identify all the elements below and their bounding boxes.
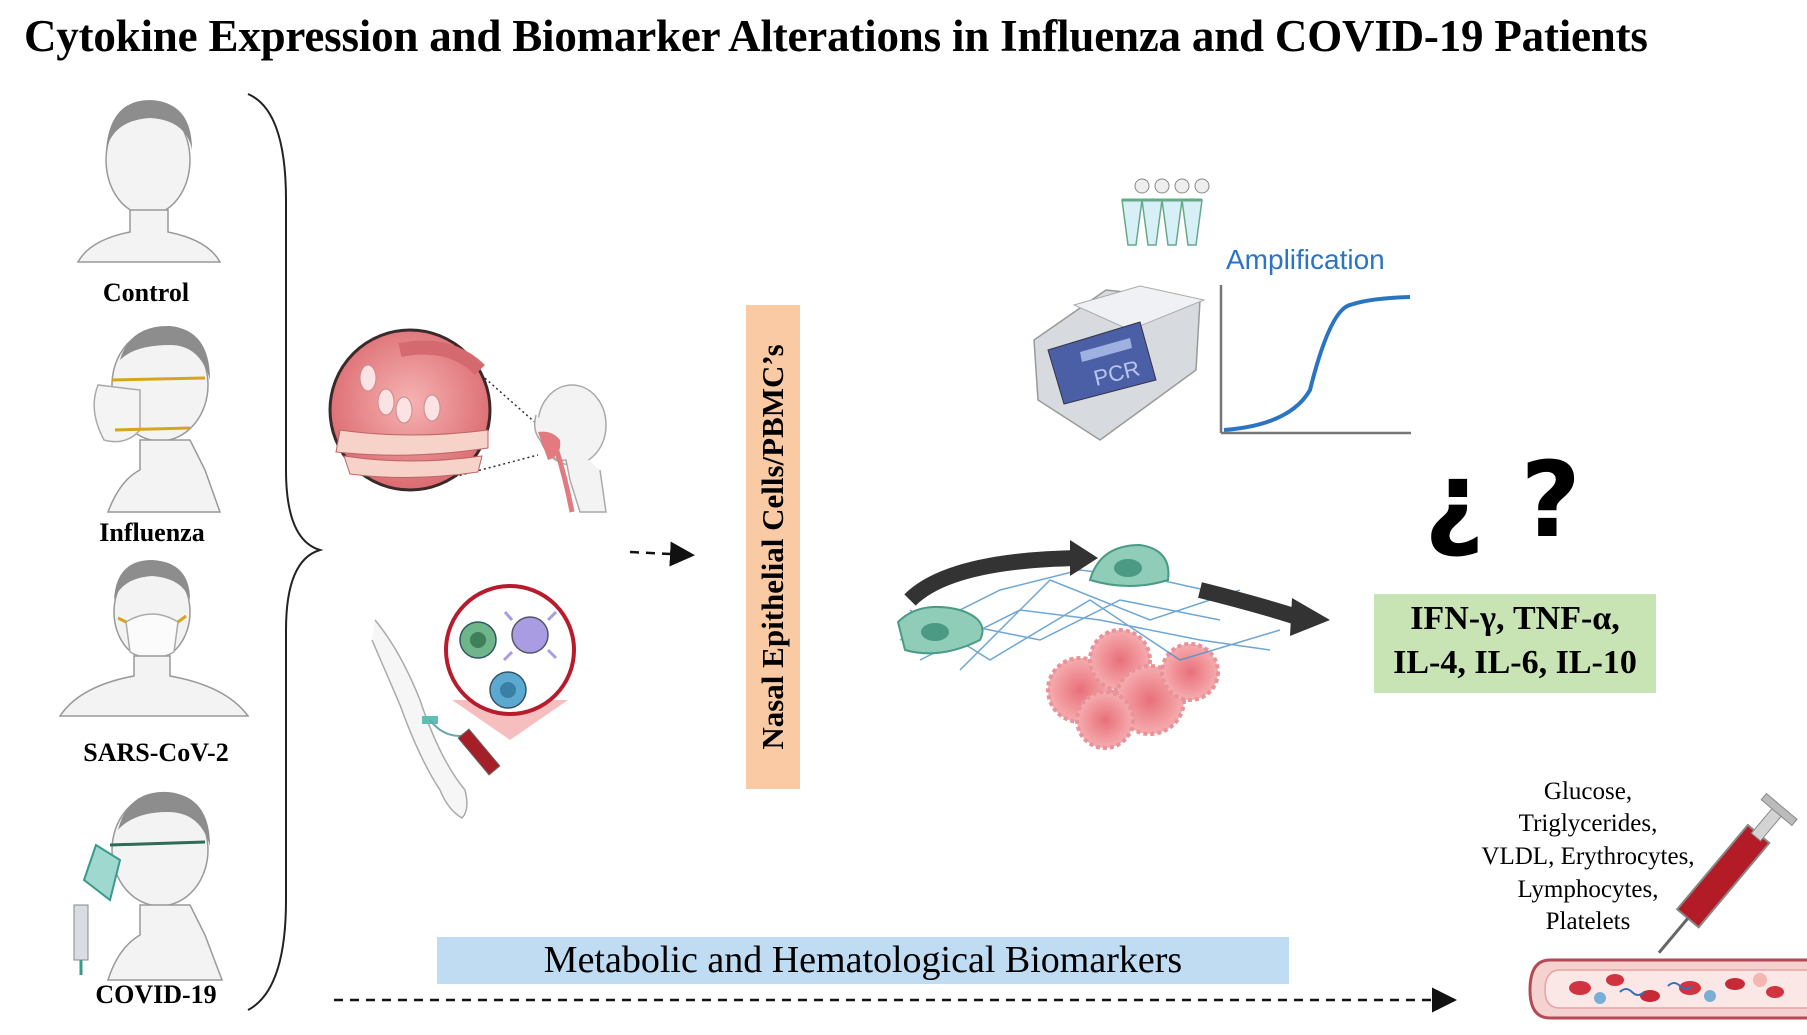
covid-person-icon xyxy=(73,791,224,981)
amplification-chart xyxy=(1219,285,1411,435)
biomarker-item: Triglycerides, xyxy=(1518,810,1658,837)
question-marks: ¿ ? xyxy=(1424,439,1581,561)
pcr-tubes-icon xyxy=(1121,178,1210,246)
blood-draw-icon xyxy=(371,584,576,819)
biomarker-item: Glucose, xyxy=(1543,778,1633,805)
sample-box xyxy=(746,305,800,789)
cytokine-box: IFN-γ, TNF-α, IL-4, IL-6, IL-10 xyxy=(1374,594,1656,693)
amplification-curve xyxy=(1223,295,1411,432)
group-label-influenza: Influenza xyxy=(99,518,205,547)
syringe-icon xyxy=(1657,792,1798,954)
group-label-sars: SARS-CoV-2 xyxy=(83,738,229,767)
blood-vessel-icon xyxy=(1528,958,1807,1020)
nasal-sample-icon xyxy=(328,328,607,513)
biomarker-item: Platelets xyxy=(1545,908,1631,935)
pcr-machine-icon: PCR xyxy=(1033,285,1206,441)
to-sample-arrow xyxy=(629,541,695,567)
group-label-covid: COVID-19 xyxy=(95,980,217,1009)
group-label-control: Control xyxy=(102,278,190,307)
sars-person-icon xyxy=(58,560,250,717)
page-title: Cytokine Expression and Biomarker Altera… xyxy=(24,11,1648,61)
cell-invasion-icon xyxy=(896,540,1330,750)
biomarker-item: VLDL, Erythrocytes, xyxy=(1481,843,1695,870)
metabolic-label: Metabolic and Hematological Biomarkers xyxy=(543,939,1183,981)
control-person-icon xyxy=(76,100,222,263)
cytokine-line-1: IFN-γ, TNF-α, xyxy=(1410,600,1620,637)
grouping-bracket xyxy=(247,93,324,1011)
amplification-label: Amplification xyxy=(1226,244,1385,275)
metabolic-box xyxy=(437,937,1289,984)
sample-box-label: Nasal Epithelial Cells/PBMC’s xyxy=(755,344,790,750)
biomarker-item: Lymphocytes, xyxy=(1517,876,1659,903)
cytokine-line-2: IL-4, IL-6, IL-10 xyxy=(1393,644,1637,681)
influenza-person-icon xyxy=(93,325,222,513)
